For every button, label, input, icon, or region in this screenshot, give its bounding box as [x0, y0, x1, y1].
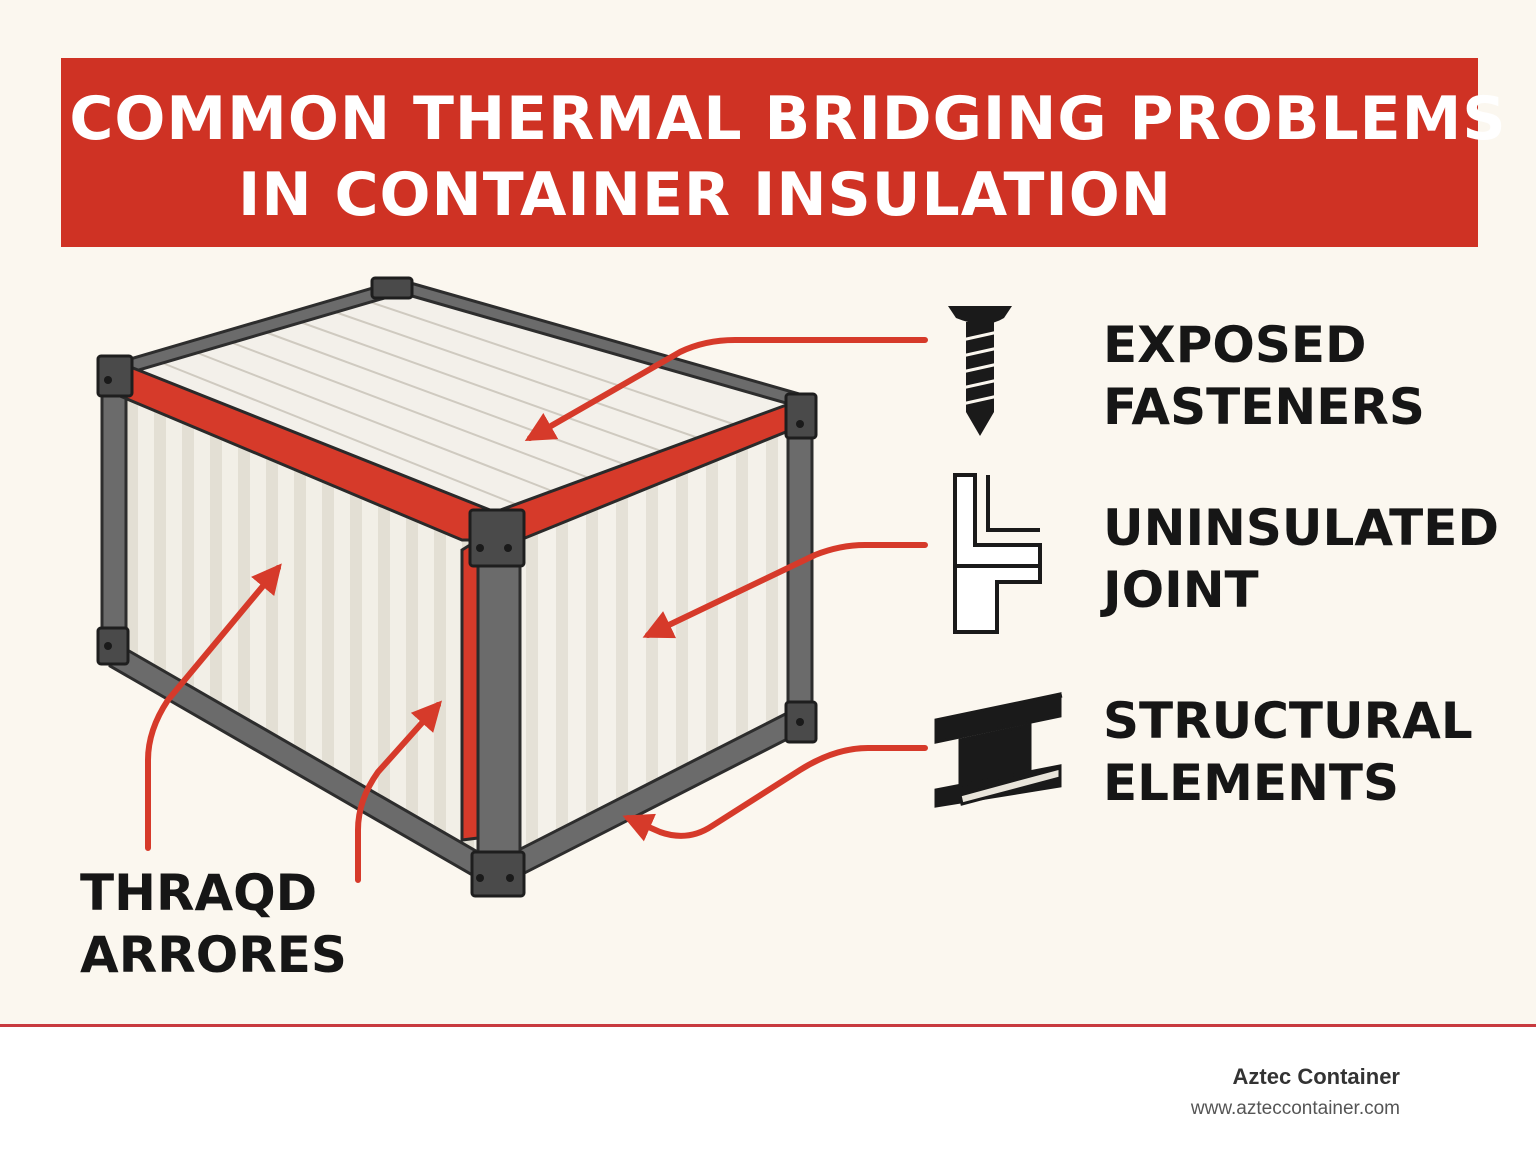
title-banner: [61, 58, 1478, 247]
callout-line: FASTENERS: [1103, 378, 1425, 436]
callout-line: STRUCTURAL: [1103, 692, 1473, 750]
callout-fasteners-label: EXPOSED FASTENERS: [1103, 314, 1425, 438]
t-joint-icon: [953, 473, 1042, 634]
corner-casting: [784, 392, 818, 440]
frame-post-front: [476, 538, 522, 867]
callout-line: JOINT: [1103, 561, 1259, 619]
callout-joint-label: UNINSULATED JOINT: [1103, 497, 1499, 621]
footer: [0, 1024, 1536, 1157]
brand-name[interactable]: Aztec Container: [1232, 1064, 1400, 1089]
side-label: THRAQD ARRORES: [80, 862, 347, 986]
corner-casting: [96, 354, 134, 398]
corner-casting: [470, 850, 526, 898]
side-label-line: THRAQD: [80, 864, 318, 922]
arrow-side-2: [355, 700, 443, 883]
container-right-face: [495, 415, 803, 870]
callout-line: UNINSULATED: [1103, 499, 1499, 557]
corner-casting: [96, 626, 130, 666]
corner-casting: [468, 508, 526, 568]
callout-structural-label: STRUCTURAL ELEMENTS: [1103, 690, 1473, 814]
title-line-1: COMMON THERMAL BRIDGING PROBLEMS: [69, 84, 1507, 154]
i-beam-icon: [934, 692, 1063, 808]
arrow-fasteners: [524, 337, 928, 441]
callout-line: EXPOSED: [1103, 316, 1367, 374]
arrow-side-1: [145, 563, 282, 851]
screw-icon: [948, 306, 1012, 436]
arrow-structural: [622, 745, 928, 842]
title-line-2: IN CONTAINER INSULATION: [238, 160, 1172, 230]
frame-post-left: [100, 374, 128, 656]
red-edge-front-post: [460, 537, 480, 842]
arrow-joint: [642, 542, 928, 639]
corner-casting: [370, 276, 414, 300]
brand-url[interactable]: www.azteccontainer.com: [1190, 1098, 1400, 1119]
callout-line: ELEMENTS: [1103, 754, 1400, 812]
side-label-line: ARRORES: [80, 926, 347, 984]
